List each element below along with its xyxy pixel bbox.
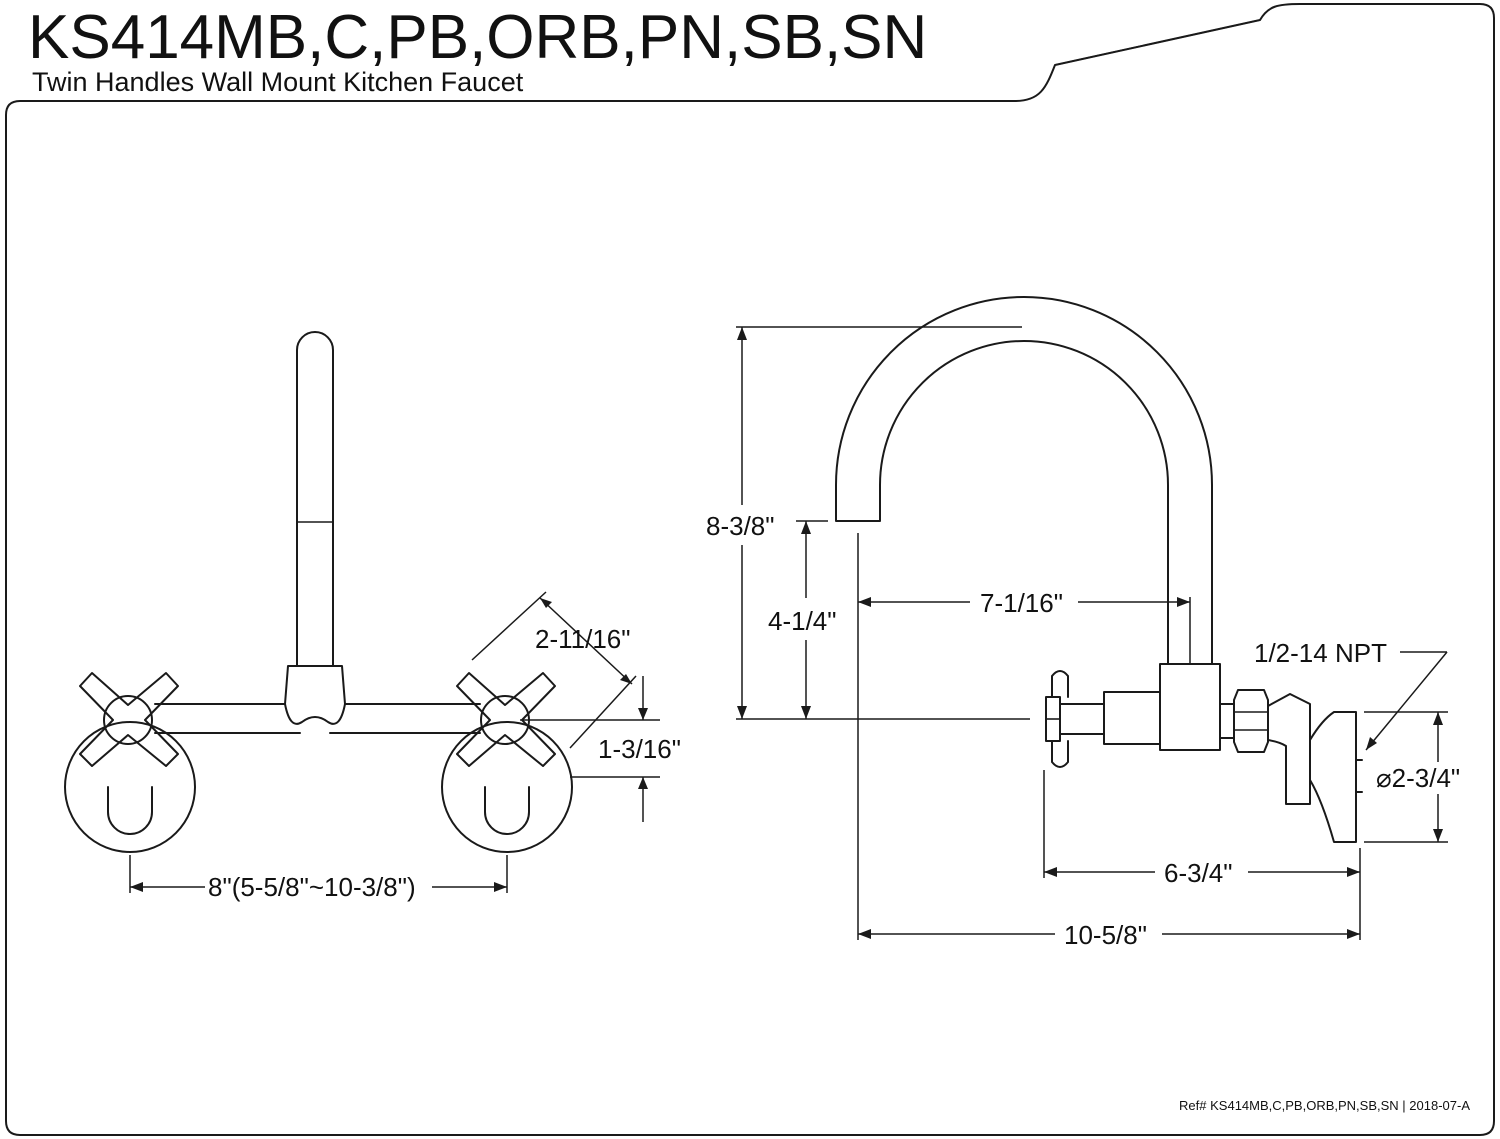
center-hub bbox=[284, 665, 346, 725]
spout-reach-label: 7-1/16" bbox=[980, 588, 1063, 618]
right-handle bbox=[441, 672, 573, 853]
reference-footer: Ref# KS414MB,C,PB,ORB,PN,SB,SN | 2018-07… bbox=[1179, 1098, 1470, 1113]
total-projection-label: 10-5/8" bbox=[1064, 920, 1147, 950]
side-view: 8-3/8" 4-1/4" 7-1/16" 1/2-14 NPT ⌀2-3/4" bbox=[706, 296, 1460, 950]
product-subtitle: Twin Handles Wall Mount Kitchen Faucet bbox=[32, 67, 524, 97]
overall-height-label: 8-3/8" bbox=[706, 511, 775, 541]
riser-pipe bbox=[296, 331, 334, 667]
inlet-thread-label: 1/2-14 NPT bbox=[1254, 638, 1387, 668]
tab-edge bbox=[1054, 19, 1261, 66]
model-title: KS414MB,C,PB,ORB,PN,SB,SN bbox=[28, 3, 927, 72]
handle-height-label: 1-3/16" bbox=[598, 734, 681, 764]
wall-flange bbox=[1309, 711, 1357, 843]
spout-clearance-label: 4-1/4" bbox=[768, 606, 837, 636]
handle-diagonal-label: 2-11/16" bbox=[535, 624, 630, 654]
front-view: 2-11/16" 1-3/16" 8"(5-5/8"~10-3/8") bbox=[64, 331, 681, 902]
flange-diameter-label: ⌀2-3/4" bbox=[1376, 763, 1460, 793]
gooseneck-spout bbox=[835, 296, 1213, 665]
hex-nut bbox=[1233, 689, 1269, 753]
left-handle bbox=[64, 672, 196, 853]
center-spacing-label: 8"(5-5/8"~10-3/8") bbox=[208, 872, 416, 902]
drawing-frame bbox=[5, 3, 1495, 1136]
eccentric-elbow bbox=[1267, 693, 1311, 805]
valve-body bbox=[1159, 663, 1221, 751]
body-depth-label: 6-3/4" bbox=[1164, 858, 1233, 888]
